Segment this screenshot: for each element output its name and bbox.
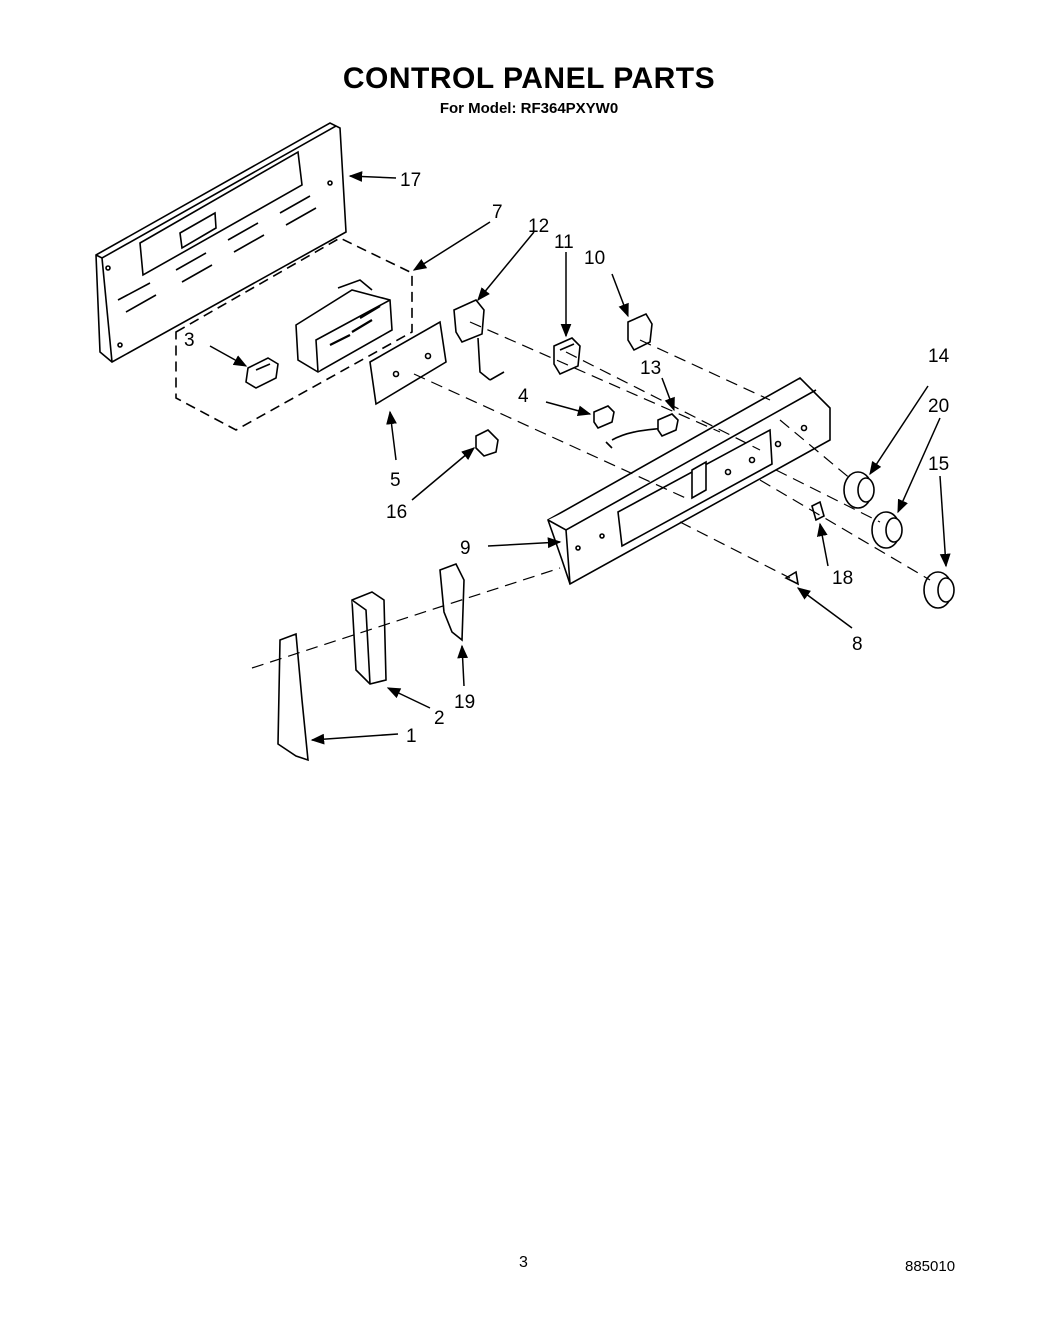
part-12-switch — [453, 299, 505, 381]
explode-lines — [251, 321, 931, 669]
part-15-knob — [923, 571, 955, 609]
part-17-backguard — [95, 122, 347, 363]
callout-13: 13 — [640, 358, 661, 379]
callout-16: 16 — [386, 502, 407, 523]
callout-18: 18 — [832, 568, 853, 589]
part-7-dashed-enclosure — [175, 237, 413, 431]
callout-9: 9 — [460, 538, 471, 559]
callout-17: 17 — [400, 170, 421, 191]
part-11-switch — [553, 337, 581, 376]
callout-10: 10 — [584, 248, 605, 269]
part-7-module — [295, 279, 393, 373]
part-19-bracket — [439, 562, 465, 642]
page-title: CONTROL PANEL PARTS — [342, 62, 716, 95]
callout-5: 5 — [390, 470, 401, 491]
part-13-harness-block — [657, 413, 679, 437]
leader-arrows — [209, 171, 951, 745]
callout-12: 12 — [528, 216, 549, 237]
callout-11: 11 — [554, 232, 574, 253]
part-5-plate — [369, 320, 447, 406]
document-number: 885010 — [905, 1258, 956, 1275]
page-number: 3 — [519, 1254, 528, 1271]
callout-20: 20 — [928, 396, 949, 417]
part-2-end-cap — [351, 591, 387, 685]
part-16-clip — [475, 429, 499, 457]
callout-19: 19 — [454, 692, 475, 713]
callout-8: 8 — [852, 634, 863, 655]
part-20-knob — [871, 511, 903, 549]
callout-14: 14 — [928, 346, 950, 367]
part-1-end-trim — [277, 632, 309, 762]
model-subtitle: For Model: RF364PXYW0 — [439, 100, 619, 117]
callout-4: 4 — [518, 386, 529, 407]
part-4-connector — [593, 405, 665, 449]
callout-1: 1 — [406, 726, 417, 747]
part-3-clip — [245, 357, 279, 389]
part-10-switch — [627, 312, 653, 352]
part-9-control-panel — [547, 377, 831, 586]
part-18-bushing — [811, 500, 825, 522]
callout-7: 7 — [492, 202, 503, 223]
part-14-knob — [843, 471, 875, 509]
callout-3: 3 — [184, 330, 195, 351]
part-8-pointer — [784, 570, 800, 586]
callout-2: 2 — [434, 708, 445, 729]
callout-15: 15 — [928, 454, 949, 475]
